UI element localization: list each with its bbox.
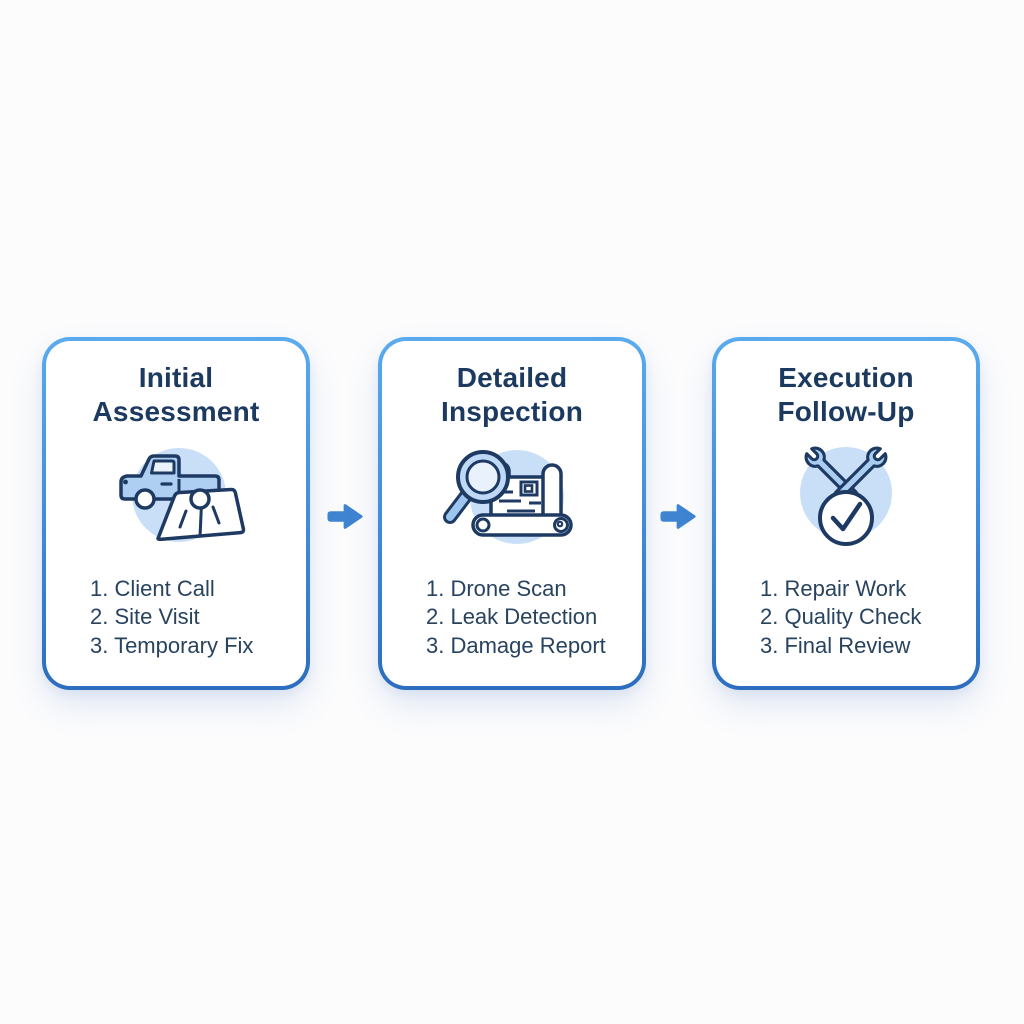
arrow-right-icon (327, 501, 365, 532)
step-item: 2. Site Visit (90, 604, 200, 630)
card-body: Initial Assessment (46, 341, 306, 686)
card-steps: 1. Drone Scan 2. Leak Detection 3. Damag… (426, 575, 606, 661)
step-item: 1. Repair Work (760, 575, 907, 601)
arrow-right-icon (660, 501, 698, 532)
process-card-detailed-inspection: Detailed Inspection (378, 337, 646, 690)
card-title: Initial Assessment (92, 362, 260, 427)
card-steps: 1. Client Call 2. Site Visit 3. Temporar… (90, 575, 253, 661)
step-item: 3. Final Review (760, 632, 911, 658)
card-body: Detailed Inspection (382, 341, 642, 686)
process-card-initial-assessment: Initial Assessment (42, 337, 310, 690)
wrench-check-icon (771, 435, 921, 567)
card-steps: 1. Repair Work 2. Quality Check 3. Final… (760, 575, 921, 661)
step-item: 2. Leak Detection (426, 604, 598, 630)
truck-tarp-icon (101, 435, 251, 567)
step-item: 3. Damage Report (426, 632, 606, 658)
process-card-execution-follow-up: Execution Follow-Up (712, 337, 980, 690)
step-item: 1. Client Call (90, 575, 215, 601)
card-title: Detailed Inspection (440, 362, 583, 427)
magnifier-blueprint-icon (437, 435, 587, 567)
card-title: Execution Follow-Up (777, 362, 915, 427)
step-item: 1. Drone Scan (426, 575, 567, 601)
card-body: Execution Follow-Up (716, 341, 976, 686)
step-item: 3. Temporary Fix (90, 632, 254, 658)
step-item: 2. Quality Check (760, 604, 922, 630)
